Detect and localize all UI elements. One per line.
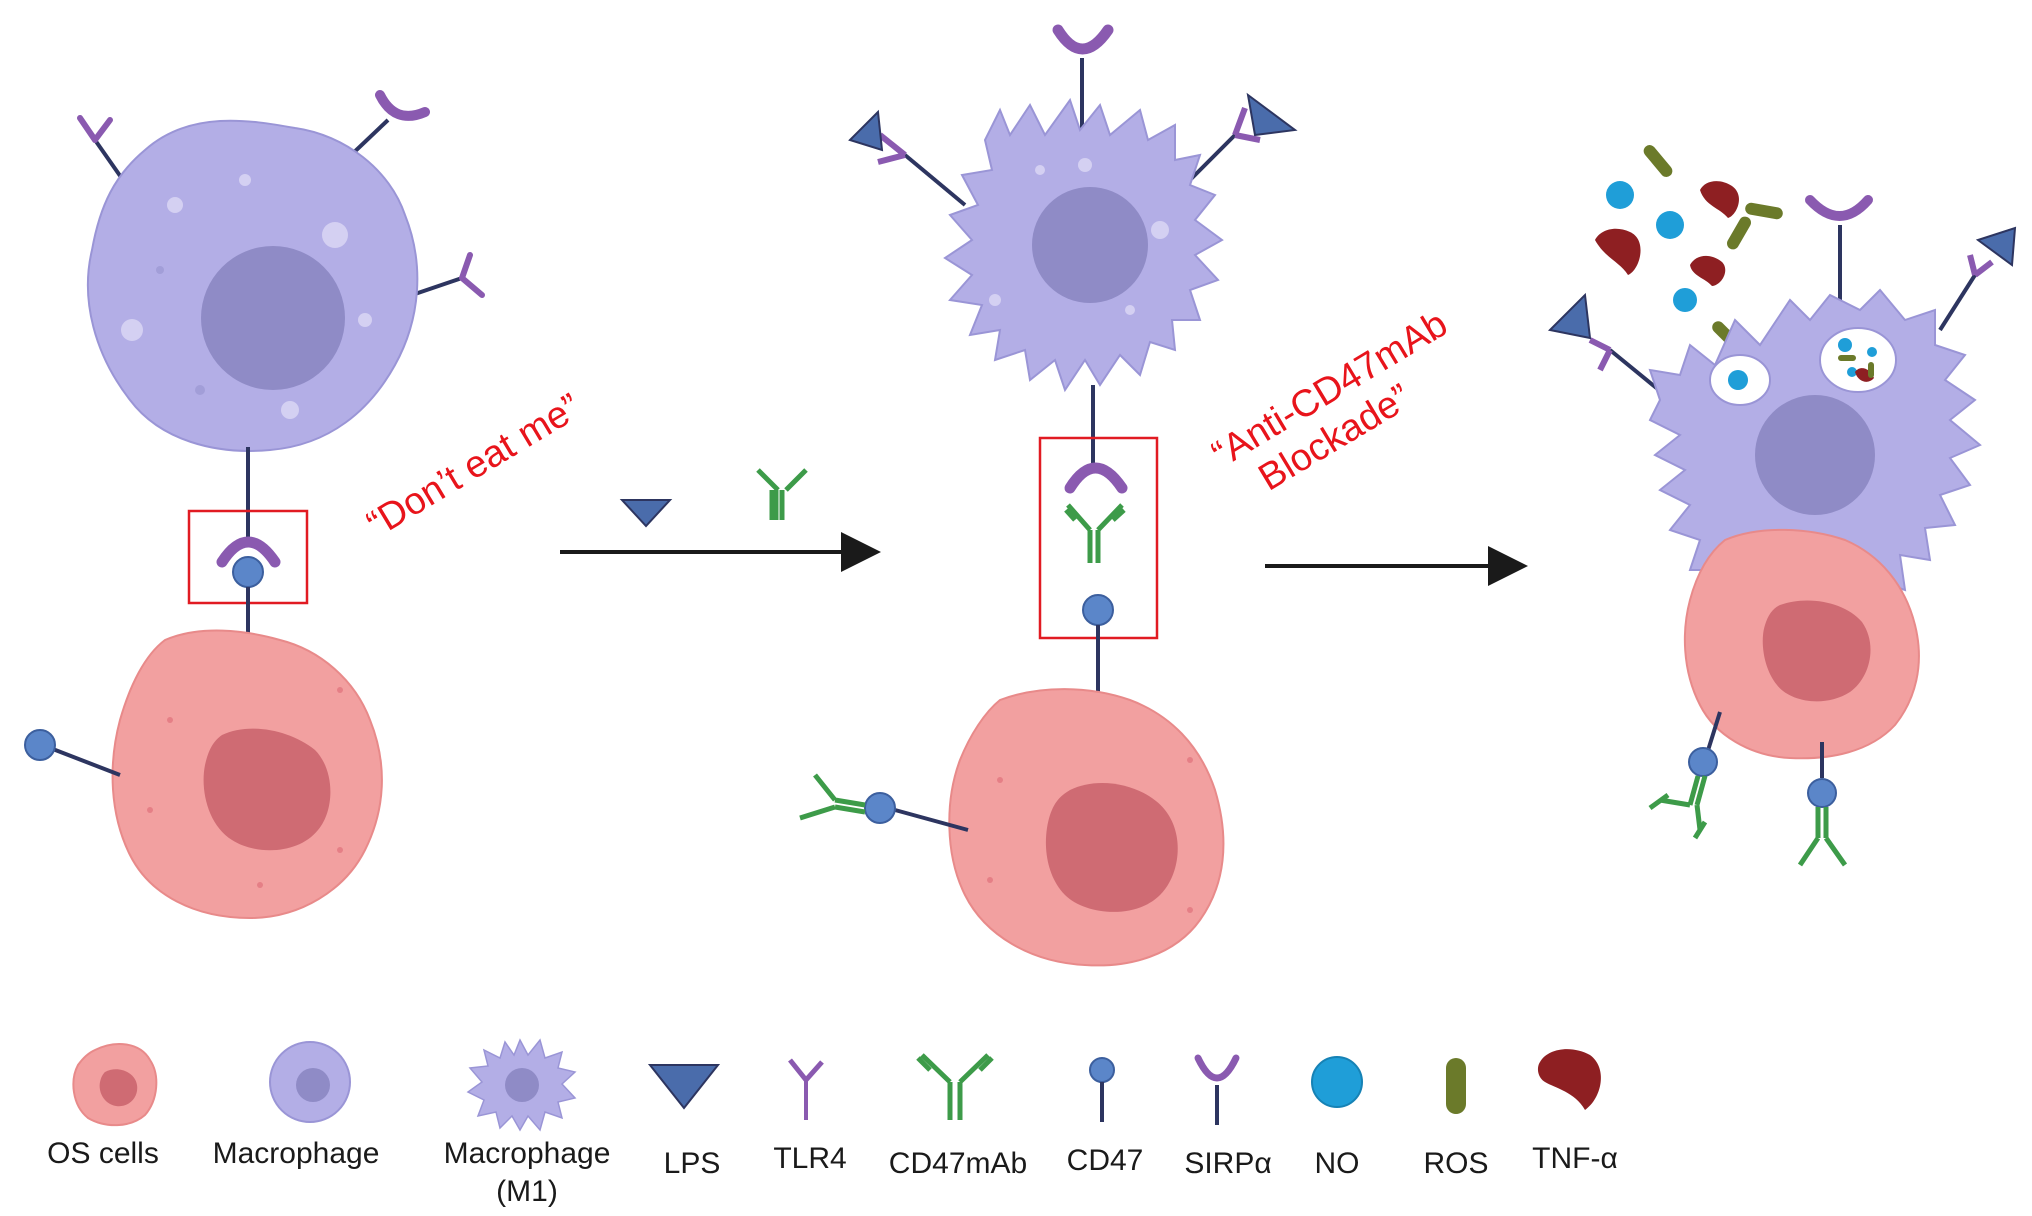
panel-3-phagocytosis	[1547, 145, 2017, 867]
cd47-ligand	[24, 729, 56, 761]
macrophage-m1	[943, 97, 1224, 393]
treatment-arrow	[560, 468, 881, 572]
legend-macrophage-m1-icon	[466, 1038, 577, 1132]
legend-label-tlr4: TLR4	[773, 1142, 847, 1175]
legend	[72, 1038, 1601, 1132]
sirpa-receptor	[216, 536, 281, 568]
os-cell	[948, 688, 1225, 967]
cd47-ligand	[1807, 778, 1837, 808]
released-cytokines	[1595, 145, 1786, 371]
lps-triangle-icon	[848, 109, 884, 152]
panel-1-untreated	[24, 90, 485, 920]
sirpa-receptor	[1052, 24, 1114, 55]
legend-sirpa-icon	[1194, 1054, 1240, 1125]
legend-cd47-icon	[1089, 1057, 1115, 1122]
cd47-ligand	[1688, 747, 1718, 777]
legend-cd47mab-icon	[916, 1053, 994, 1120]
cd47-ligand	[864, 792, 896, 824]
legend-label-sirpa: SIRPα	[1184, 1147, 1272, 1180]
cd47-ligand	[232, 556, 264, 588]
legend-label-tnfa: TNF-α	[1532, 1142, 1618, 1175]
legend-label-cd47: CD47	[1066, 1144, 1144, 1177]
legend-tnfa-icon	[1537, 1049, 1601, 1110]
legend-label-lps: LPS	[663, 1147, 721, 1180]
macrophage	[86, 119, 419, 452]
lps-triangle-icon	[1547, 292, 1592, 340]
legend-label-macrophage-m1-line2: (M1)	[496, 1174, 558, 1208]
legend-ros-icon	[1446, 1058, 1466, 1114]
legend-label-macrophage: Macrophage	[212, 1137, 380, 1170]
legend-os-cell-icon	[72, 1043, 158, 1127]
panel-2-treated	[799, 24, 1298, 967]
lps-triangle-icon	[1246, 92, 1298, 137]
cd47mab-antibody	[1797, 807, 1848, 867]
legend-label-ros: ROS	[1423, 1147, 1489, 1180]
sirpa-receptor	[1805, 195, 1873, 221]
cd47mab-antibody	[1064, 503, 1126, 563]
lps-triangle-icon	[1975, 226, 2017, 267]
cd47mab-antibody-icon	[756, 468, 808, 520]
cd47mab-antibody	[799, 773, 866, 821]
legend-label-macrophage-m1: Macrophage (M1)	[444, 1135, 611, 1210]
os-cell	[111, 629, 383, 920]
lps-triangle-icon	[619, 499, 673, 528]
sirpa-receptor	[1064, 462, 1128, 494]
legend-label-cd47mab: CD47mAb	[888, 1147, 1028, 1180]
cd47-ligand	[1082, 594, 1114, 626]
legend-lps-triangle-icon	[647, 1064, 721, 1110]
legend-label-no: NO	[1314, 1147, 1360, 1180]
legend-macrophage-icon	[269, 1041, 351, 1123]
tlr4-receptor	[411, 252, 485, 298]
os-cell	[1683, 528, 1920, 760]
legend-label-os-cells: OS cells	[47, 1137, 159, 1170]
legend-label-macrophage-m1-line1: Macrophage	[443, 1137, 611, 1170]
legend-tlr4-icon	[788, 1058, 824, 1120]
cd47mab-antibody	[1648, 775, 1708, 840]
legend-no-icon	[1311, 1056, 1363, 1108]
